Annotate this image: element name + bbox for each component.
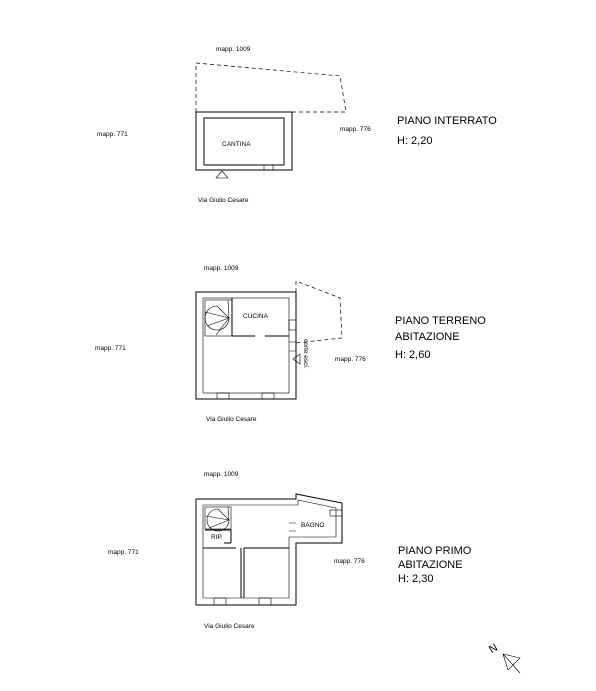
room-label-corte: corte escl. <box>302 339 309 369</box>
mapp-top-label: mapp. 1009 <box>204 265 239 272</box>
floor-title: PIANO PRIMO <box>398 545 472 557</box>
street-label: Via Giulio Cesare <box>204 623 255 630</box>
room-label-cucina: CUCINA <box>243 313 269 320</box>
room-label-bagno: BAGNO <box>301 522 324 529</box>
mapp-right-label: mapp. 776 <box>334 558 365 565</box>
entrance-arrow <box>215 170 229 179</box>
floor-height: H: 2,30 <box>398 573 433 585</box>
mapp-top-label: mapp. 1009 <box>216 46 251 53</box>
building-outline <box>195 493 343 606</box>
partition-wall <box>205 529 232 544</box>
building-outline <box>195 291 297 400</box>
window <box>288 319 297 331</box>
window <box>213 597 227 606</box>
spiral-staircase <box>204 299 233 337</box>
mapp-top-label: mapp. 1009 <box>204 471 239 478</box>
window <box>258 597 272 606</box>
floor-subtitle: ABITAZIONE <box>398 559 463 571</box>
floor-subtitle: ABITAZIONE <box>395 331 460 343</box>
door <box>289 522 296 532</box>
mapp-left-label: mapp. 771 <box>97 131 128 138</box>
door <box>289 341 296 352</box>
floor-title: PIANO TERRENO <box>395 315 486 327</box>
floor-height: H: 2,60 <box>395 349 430 361</box>
courtyard-outline <box>195 62 347 113</box>
mapp-left-label: mapp. 771 <box>108 549 139 556</box>
entrance-arrow <box>292 353 301 365</box>
mapp-right-label: mapp. 776 <box>335 356 366 363</box>
window <box>261 392 275 400</box>
mapp-left-label: mapp. 771 <box>95 345 126 352</box>
room-label-rip: RIP. <box>211 534 223 541</box>
floor-height: H: 2,20 <box>397 135 432 147</box>
window <box>216 392 230 400</box>
floor-terreno: mapp. 1009 mapp. 771 mapp. 776 Via Giuli… <box>95 265 486 423</box>
spiral-staircase <box>204 506 232 532</box>
window <box>329 509 343 517</box>
courtyard-outline <box>295 280 343 344</box>
window <box>263 164 274 171</box>
floor-interrato: mapp. 1009 mapp. 771 mapp. 776 Via Giuli… <box>97 46 497 204</box>
north-label: N <box>487 642 500 656</box>
partition-wall <box>231 298 289 337</box>
inner-outline <box>202 499 337 599</box>
room-cantina <box>203 117 285 166</box>
floor-primo: mapp. 1009 mapp. 771 mapp. 776 Via Giuli… <box>108 471 472 630</box>
partition-wall <box>203 547 289 598</box>
street-label: Via Giulio Cesare <box>198 197 249 204</box>
mapp-right-label: mapp. 776 <box>340 126 371 133</box>
inner-outline <box>202 297 290 394</box>
building-outline <box>195 111 293 171</box>
north-arrow-icon: N <box>487 642 521 674</box>
street-label: Via Giulio Cesare <box>206 416 257 423</box>
room-label-cantina: CANTINA <box>222 141 251 148</box>
floor-title: PIANO INTERRATO <box>397 115 497 127</box>
